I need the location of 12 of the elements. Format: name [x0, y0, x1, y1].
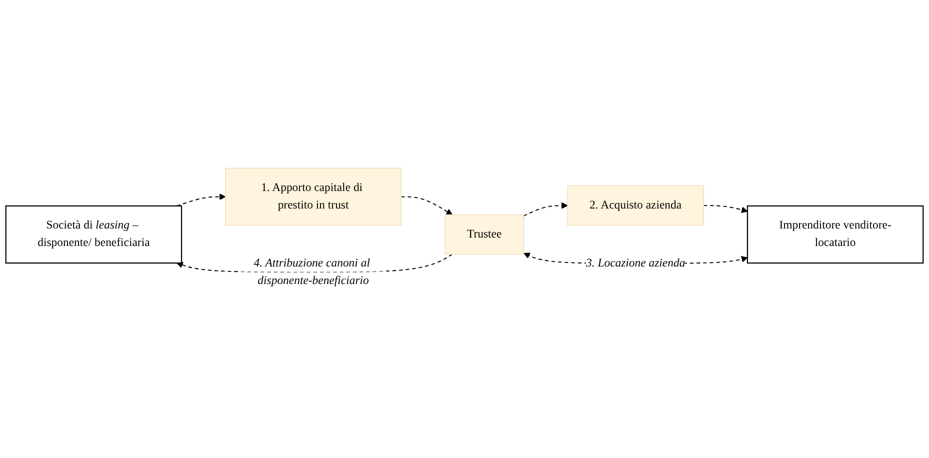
- edge-label: 3. Locazione azienda: [586, 256, 686, 270]
- arrow: [703, 205, 748, 213]
- node-box: Società di leasing – disponente/ beneficiaria: [5, 205, 182, 264]
- node-box: Trustee: [444, 214, 524, 255]
- edge-label: 4. Attribuzione canoni al disponente-beneficiario: [254, 256, 370, 287]
- arrow: [176, 194, 226, 206]
- node-box: 1. Apporto capitale di prestito in trust: [225, 168, 402, 226]
- arrow: [176, 254, 453, 273]
- node-box: Imprenditore venditore-locatario: [746, 205, 924, 264]
- arrow: [523, 202, 568, 216]
- arrow: [400, 196, 453, 216]
- node-box: 2. Acquisto azienda: [567, 185, 704, 226]
